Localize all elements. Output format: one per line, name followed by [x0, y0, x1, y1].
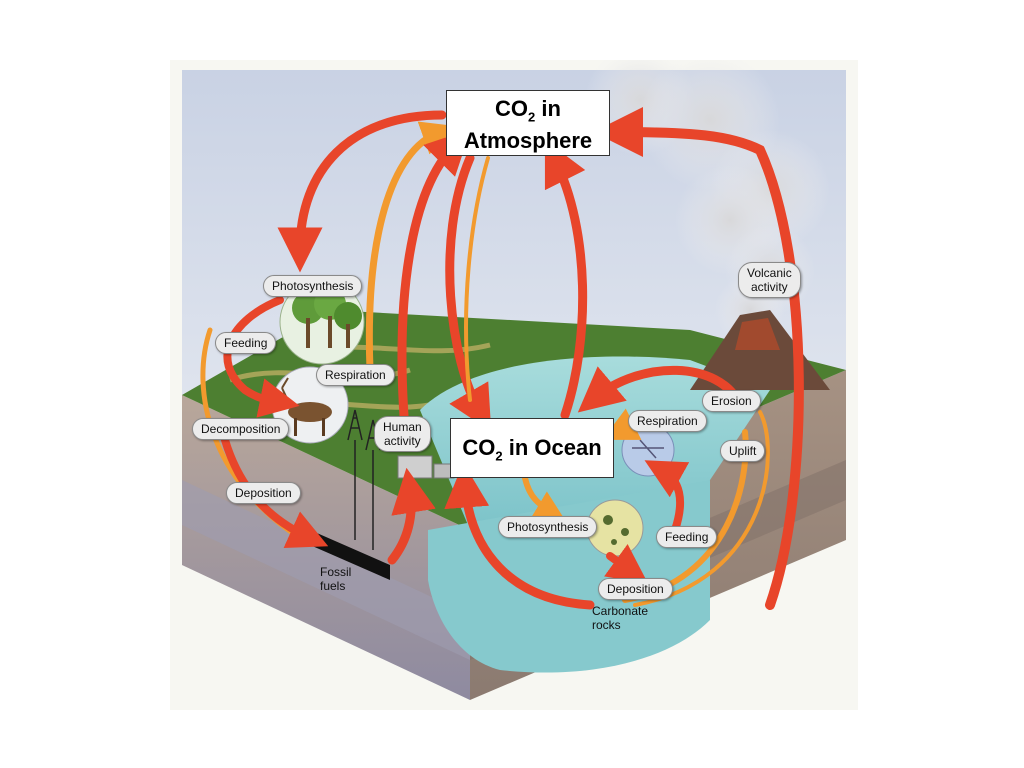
- co2-atmosphere-box: CO2 in Atmosphere: [446, 90, 610, 156]
- label-respiration-land: Respiration: [316, 364, 395, 386]
- label-uplift: Uplift: [720, 440, 766, 462]
- arrow-respiration-to-atmosphere: [365, 121, 457, 374]
- label-photosynthesis-ocean: Photosynthesis: [498, 516, 598, 538]
- carbon-cycle-diagram: CO2 in Atmosphere CO2 in Ocean Photosynt…: [170, 60, 858, 710]
- oil-derricks: [347, 409, 381, 550]
- label-feeding-land: Feeding: [215, 332, 277, 354]
- arrow-feeding-land: [223, 296, 300, 418]
- diagram-artwork: [170, 60, 858, 710]
- label-erosion: Erosion: [702, 390, 761, 412]
- trees-illustration: [279, 279, 365, 365]
- label-deposition-land: Deposition: [226, 482, 301, 504]
- fossil-fuel-deposit: [310, 530, 390, 580]
- label-deposition-ocean: Deposition: [598, 578, 673, 600]
- arrow-atmosphere-to-land-photosynthesis: [277, 110, 447, 273]
- factory-building: [397, 455, 433, 479]
- label-respiration-ocean: Respiration: [628, 410, 707, 432]
- rock-layer-left: [182, 480, 470, 660]
- arrow-fossil-fuels-to-human-activity: [387, 467, 436, 565]
- label-feeding-ocean: Feeding: [656, 526, 718, 548]
- arrow-ocean-to-atmosphere: [544, 139, 588, 420]
- arrow-deposition-ocean: [604, 544, 649, 584]
- arrow-feeding-ocean: [644, 460, 690, 534]
- label-photosynthesis-land: Photosynthesis: [263, 275, 363, 297]
- co2-ocean-box: CO2 in Ocean: [450, 418, 614, 478]
- arrow-carbonate-to-ocean: [444, 462, 595, 610]
- label-decomposition: Decomposition: [192, 418, 290, 440]
- arrow-volcanic-to-atmosphere: [593, 107, 804, 610]
- arrow-human-activity-to-atmosphere: [397, 129, 471, 435]
